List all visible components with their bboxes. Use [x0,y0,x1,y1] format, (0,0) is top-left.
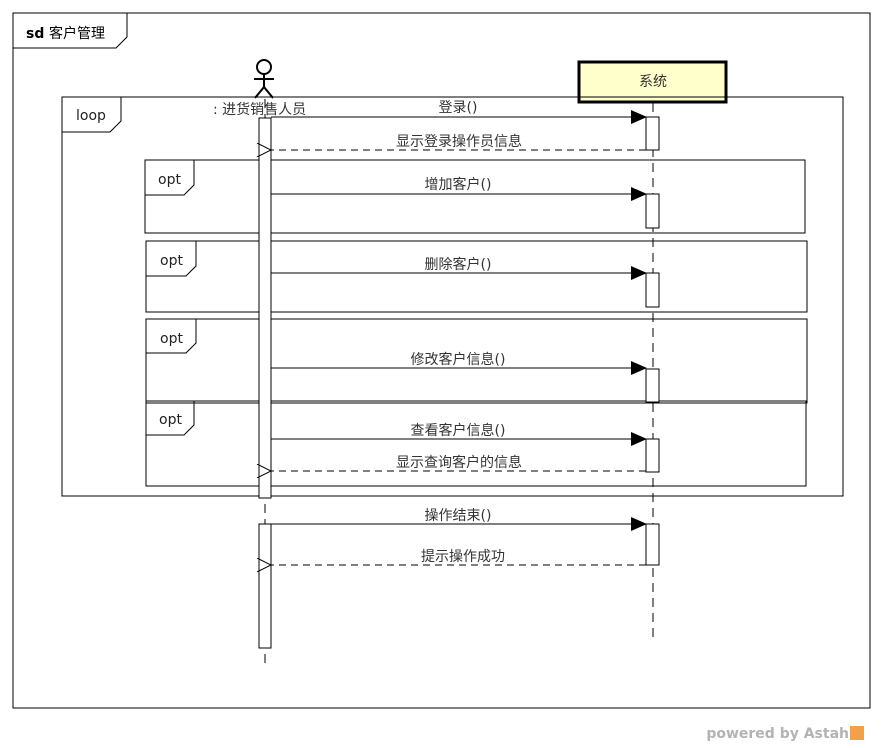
system-activation-add [645,193,660,229]
frame-keyword: sd [26,26,44,42]
system-activation-login [645,116,660,151]
opt-fragment-add-label: opt [158,172,181,188]
msg-login-reply-label: 显示登录操作员信息 [396,133,522,150]
msg-modify-customer-label: 修改客户信息() [411,351,506,368]
opt-fragment-delete-tab [146,241,197,277]
opt-fragment-add [144,159,806,234]
opt-fragment-view-tab [146,401,195,436]
actor-activation-1 [258,117,272,499]
loop-fragment [61,96,844,497]
msg-view-customer-label: 查看客户信息() [411,422,506,439]
opt-fragment-view-label: opt [159,412,182,428]
opt-fragment-delete [145,240,808,313]
astah-logo-icon [850,726,864,740]
actor-activation-2 [258,523,272,649]
actor-label: : 进货销售人员 [213,101,306,118]
opt-fragment-modify-label: opt [160,331,183,347]
opt-fragment-add-tab [145,160,195,196]
frame-name: 客户管理 [49,25,105,42]
system-activation-delete [645,272,660,308]
frame-title-tab [13,13,128,49]
actor-icon [254,59,274,99]
msg-end-reply-label: 提示操作成功 [421,549,505,565]
msg-view-reply-label: 显示查询客户的信息 [396,454,522,471]
msg-add-customer-label: 增加客户() [425,176,492,193]
loop-fragment-label: loop [76,108,106,124]
msg-end-operation-label: 操作结束() [425,508,492,524]
msg-login-label: 登录() [439,100,478,116]
system-lifeline-box [577,60,728,104]
powered-by-watermark: powered by Astah [706,726,864,742]
opt-fragment-modify [145,318,808,404]
powered-by-text: powered by Astah [706,726,849,742]
system-activation-modify [645,368,660,403]
system-activation-end [645,523,660,566]
opt-fragment-modify-tab [146,319,197,354]
system-activation-view [645,438,660,473]
system-lifeline-label: 系统 [639,74,667,90]
loop-fragment-tab [62,97,122,133]
opt-fragment-view [145,400,807,487]
msg-delete-customer-label: 删除客户() [425,256,492,273]
diagram-frame [12,12,871,709]
opt-fragment-delete-label: opt [160,253,183,269]
